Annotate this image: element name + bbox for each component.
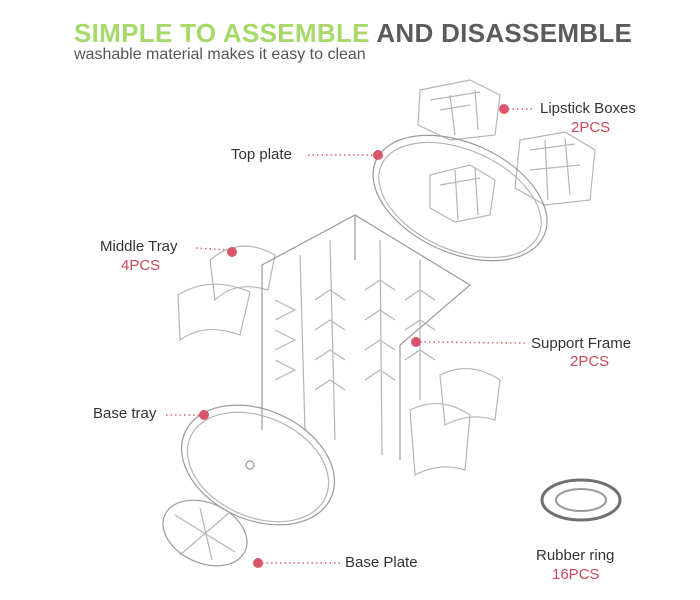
qty-middle-tray: 4PCS bbox=[121, 257, 161, 274]
label-top-plate: Top plate bbox=[231, 146, 292, 163]
label-base-tray: Base tray bbox=[93, 405, 157, 422]
label-support-frame: Support Frame bbox=[531, 335, 632, 352]
callout-markers bbox=[166, 104, 535, 568]
label-rubber-ring: Rubber ring bbox=[536, 547, 615, 564]
label-middle-tray: Middle Tray bbox=[100, 238, 178, 255]
label-base-plate: Base Plate bbox=[345, 554, 418, 571]
base-tray-illustration bbox=[180, 404, 336, 526]
qty-support-frame: 2PCS bbox=[570, 353, 610, 370]
label-lipstick-boxes: Lipstick Boxes bbox=[540, 100, 636, 117]
middle-tray-illustration bbox=[177, 245, 501, 476]
top-plate-illustration bbox=[372, 134, 548, 262]
subtitle: washable material makes it easy to clean bbox=[74, 46, 366, 63]
lipstick-box-illustration bbox=[417, 79, 596, 206]
qty-lipstick-boxes: 2PCS bbox=[571, 119, 611, 136]
qty-rubber-ring: 16PCS bbox=[552, 566, 600, 583]
headline-green: SIMPLE TO ASSEMBLE bbox=[74, 18, 370, 48]
headline-gray: AND DISASSEMBLE bbox=[376, 18, 633, 48]
base-plate-illustration bbox=[162, 499, 248, 567]
support-frame-illustration bbox=[261, 214, 472, 460]
headline: SIMPLE TO ASSEMBLE AND DISASSEMBLE bbox=[74, 18, 632, 49]
rubber-ring-illustration bbox=[540, 478, 622, 522]
